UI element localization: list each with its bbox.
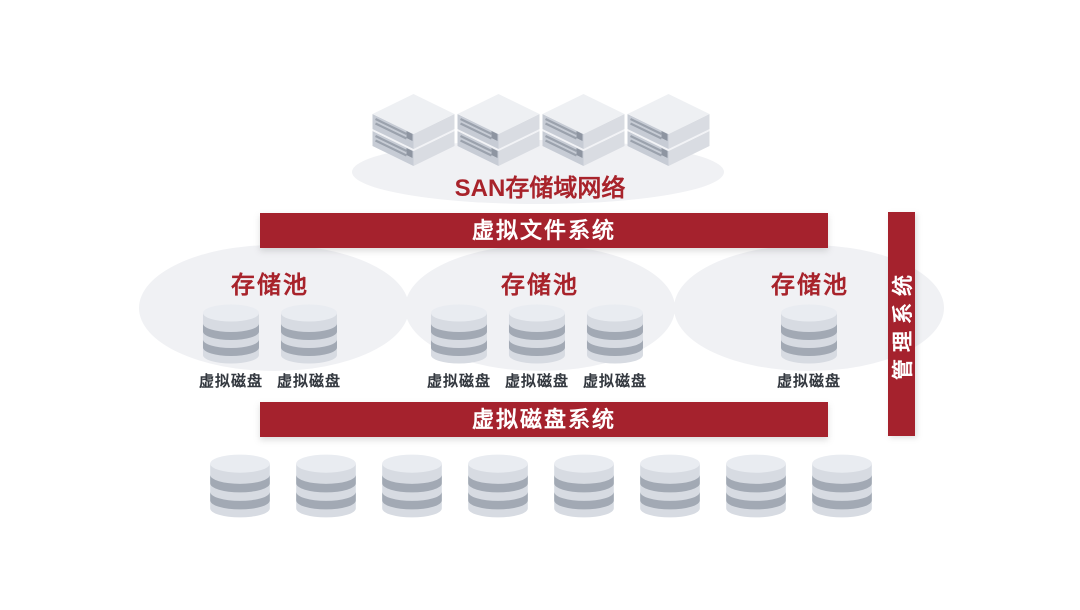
- virtual-disk-system-label: 虚拟磁盘系统: [471, 407, 616, 432]
- server-icon: [372, 94, 455, 166]
- physical-disk: [552, 453, 616, 519]
- storage-pool-label: 存储池: [501, 272, 579, 299]
- san-server-group: [372, 94, 710, 172]
- virtual-disk: 虚拟磁盘: [199, 303, 263, 391]
- disk-cylinder-icon: [508, 304, 565, 364]
- disk-cylinder-icon: [430, 304, 487, 364]
- disk-cylinder-icon: [554, 454, 614, 518]
- disk-cylinder-icon: [812, 454, 872, 518]
- disk-cylinder-icon: [587, 304, 644, 364]
- storage-pool-disks: 虚拟磁盘 虚拟磁盘: [199, 303, 341, 391]
- storage-pool-disks: 虚拟磁盘: [777, 303, 841, 391]
- virtual-file-system-banner: 虚拟文件系统: [260, 213, 828, 248]
- physical-disk: [810, 453, 874, 519]
- disk-cylinder-icon: [382, 454, 442, 518]
- virtual-disk-label: 虚拟磁盘: [277, 373, 342, 390]
- virtual-disk-label: 虚拟磁盘: [776, 373, 842, 390]
- virtual-disk-label: 虚拟磁盘: [426, 373, 491, 390]
- disk-cylinder-icon: [296, 454, 356, 518]
- physical-disk: [466, 453, 530, 519]
- physical-disk: [380, 453, 444, 519]
- server-icon: [627, 94, 710, 166]
- virtual-disk-label: 虚拟磁盘: [198, 373, 263, 390]
- virtual-disk: 虚拟磁盘: [505, 303, 569, 391]
- storage-pool-ellipse: [139, 245, 409, 371]
- management-system-label: 管理系统: [891, 268, 915, 380]
- physical-disk: [638, 453, 702, 519]
- disk-cylinder-icon: [780, 304, 837, 364]
- disk-cylinder-icon: [210, 454, 270, 518]
- server-icon: [457, 94, 540, 166]
- disk-cylinder-icon: [281, 304, 337, 364]
- physical-disk: [724, 453, 788, 519]
- san-network-label: SAN存储域网络: [454, 175, 626, 202]
- server-icon: [542, 94, 625, 166]
- virtual-disk: 虚拟磁盘: [427, 303, 491, 391]
- disk-cylinder-icon: [640, 454, 700, 518]
- disk-cylinder-icon: [468, 454, 528, 518]
- virtual-disk: 虚拟磁盘: [583, 303, 647, 391]
- storage-pool-label: 存储池: [771, 272, 849, 299]
- management-system-banner: 管理系统: [888, 212, 915, 436]
- physical-disk: [208, 453, 272, 519]
- virtual-disk-label: 虚拟磁盘: [504, 373, 570, 390]
- virtual-disk: 虚拟磁盘: [277, 303, 341, 391]
- virtual-disk: 虚拟磁盘: [777, 303, 841, 391]
- physical-disk: [294, 453, 358, 519]
- virtual-file-system-label: 虚拟文件系统: [471, 218, 616, 243]
- physical-disk-row: [208, 453, 874, 519]
- storage-pool-label: 存储池: [231, 272, 309, 299]
- virtual-disk-label: 虚拟磁盘: [583, 373, 648, 390]
- virtual-disk-system-banner: 虚拟磁盘系统: [260, 402, 828, 437]
- disk-cylinder-icon: [726, 454, 786, 518]
- storage-pool-disks: 虚拟磁盘 虚拟磁盘 虚拟磁盘: [427, 303, 647, 391]
- disk-cylinder-icon: [202, 304, 259, 364]
